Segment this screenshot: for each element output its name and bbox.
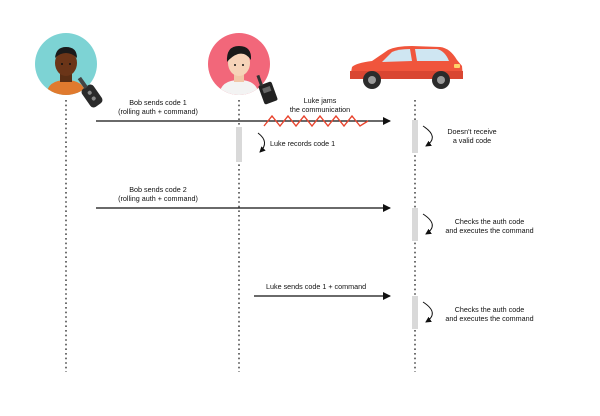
jam-label: Luke jams the communication xyxy=(289,96,351,114)
message-1-label: Bob sends code 1 (rolling auth + command… xyxy=(118,98,198,116)
car-no-valid-label: Doesn't receive a valid code xyxy=(447,127,497,145)
car-activation-1 xyxy=(412,120,418,153)
luke-records-label: Luke records code 1 xyxy=(270,139,336,148)
car-self-arrow-1 xyxy=(422,125,433,147)
car-key-remote-icon xyxy=(77,76,103,108)
message-3-label: Luke sends code 1 + command xyxy=(266,282,367,291)
car-self-arrow-2 xyxy=(422,213,433,235)
message-2-label: Bob sends code 2 (rolling auth + command… xyxy=(118,185,198,203)
car-activation-2 xyxy=(412,208,418,241)
luke-records-self-arrow xyxy=(257,132,266,153)
car-check-label-2: Checks the auth code and executes the co… xyxy=(445,305,534,323)
luke-activation-1 xyxy=(236,127,242,162)
car-activation-3 xyxy=(412,296,418,329)
car-self-arrow-3 xyxy=(422,301,433,323)
red-car-icon xyxy=(350,46,463,89)
person-pink-avatar-icon xyxy=(208,33,270,95)
car-check-label-1: Checks the auth code and executes the co… xyxy=(445,217,534,235)
jamming-wave xyxy=(263,114,369,128)
jammer-device-icon xyxy=(256,74,278,105)
